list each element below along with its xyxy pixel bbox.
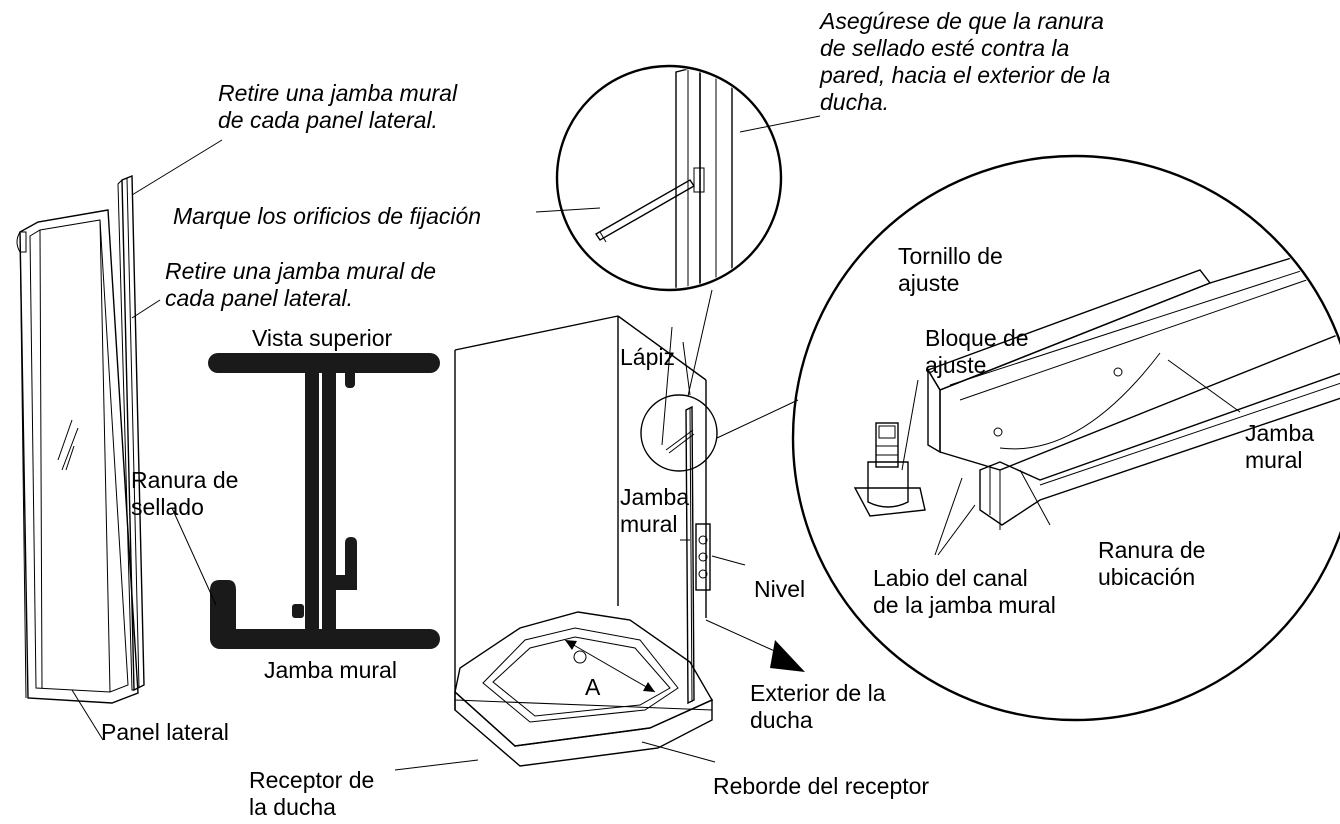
label-wall-jamb-right: Jamba mural: [1245, 420, 1315, 473]
leader-mark-holes: [535, 207, 601, 213]
leader-locating-slot: [1019, 469, 1051, 526]
leader-seal-slot: [171, 507, 217, 606]
label-pencil: Lápiz: [620, 344, 675, 370]
label-locating-slot: Ranura de ubicación: [1098, 537, 1206, 590]
leader-shower-receptor: [394, 759, 479, 771]
leader-remove-jamb-mid: [131, 299, 161, 319]
shower-enclosure: [454, 315, 718, 767]
label-receptor-ledge: Reborde del receptor: [713, 773, 930, 799]
label-remove-jamb-mid: Retire una jamba mural de cada panel lat…: [165, 258, 437, 311]
label-seal-slot: Ranura de sellado: [131, 467, 239, 520]
leader-channel-lip-2: [937, 504, 976, 556]
leader-level: [711, 555, 746, 566]
label-shower-exterior: Exterior de la ducha: [750, 680, 886, 733]
label-mark-holes: Marque los orificios de fijación: [173, 203, 482, 229]
leader-remove-jamb-top: [131, 139, 223, 196]
leader-adjust-block: [901, 379, 919, 471]
leader-pencil: [661, 326, 673, 446]
label-channel-lip: Labio del canal de la jamba mural: [873, 565, 1056, 618]
label-adjust-block: Bloque de ajuste: [925, 325, 1029, 378]
label-ensure-slot: Asegúrese de que la ranura de sellado es…: [820, 8, 1111, 115]
label-remove-jamb-top: Retire una jamba mural de cada panel lat…: [218, 80, 458, 133]
side-panel-drawing: [16, 174, 145, 704]
leader-wall-jamb-right: [1167, 359, 1241, 413]
label-adjust-screw: Tornillo de ajuste: [898, 243, 1003, 296]
label-wall-jamb-bottom: Jamba mural: [264, 657, 397, 683]
label-top-view: Vista superior: [252, 325, 393, 351]
label-shower-receptor: Receptor de la ducha: [249, 767, 375, 820]
label-side-panel: Panel lateral: [101, 719, 229, 745]
magnified-mark-holes: [555, 64, 783, 292]
label-wall-jamb-center: Jamba mural: [620, 484, 690, 537]
leader-magnify-top: [687, 289, 713, 397]
magnified-jamb-detail: [791, 154, 1340, 722]
leader-channel-lip-1: [934, 477, 963, 556]
leader-side-panel: [71, 689, 104, 741]
exterior-arrow-head: [770, 640, 805, 672]
leader-ensure-slot: [739, 115, 821, 133]
label-dimension-a: A: [585, 674, 601, 700]
label-level: Nivel: [754, 576, 806, 602]
leader-magnify-right: [716, 399, 799, 439]
top-view-profile: [208, 353, 440, 649]
leader-to-detail: [682, 341, 691, 396]
leader-receptor-ledge: [641, 741, 716, 763]
